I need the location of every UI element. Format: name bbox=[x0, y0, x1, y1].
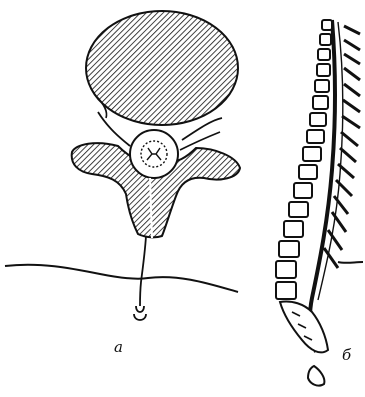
figure-label-a: a bbox=[114, 338, 123, 356]
vertebra bbox=[279, 241, 299, 257]
vertebra bbox=[299, 165, 317, 179]
probe-line bbox=[140, 236, 146, 306]
vertebra bbox=[303, 147, 321, 161]
probe-tip bbox=[134, 306, 146, 320]
cross-section-diagram: a bbox=[5, 11, 240, 356]
vertebral-bodies bbox=[276, 20, 332, 299]
vertebra bbox=[310, 113, 326, 126]
vertebra bbox=[307, 130, 324, 143]
vertebra bbox=[320, 34, 331, 45]
vertebra bbox=[289, 202, 308, 217]
vertebra bbox=[284, 221, 303, 237]
vertebra bbox=[276, 261, 296, 278]
coccyx bbox=[308, 366, 324, 386]
vertebra bbox=[315, 80, 329, 92]
vertebra bbox=[322, 20, 332, 30]
skin-surface-line bbox=[5, 265, 238, 292]
skin-surface-line-sagittal bbox=[338, 262, 363, 263]
vertebral-body bbox=[86, 11, 238, 125]
vertebra bbox=[276, 282, 296, 299]
sagittal-spine-diagram: б bbox=[276, 20, 363, 386]
vertebra bbox=[317, 64, 330, 76]
vertebra bbox=[294, 183, 312, 198]
vertebra bbox=[318, 49, 330, 60]
vertebra bbox=[313, 96, 328, 109]
figure-label-b: б bbox=[342, 346, 352, 364]
